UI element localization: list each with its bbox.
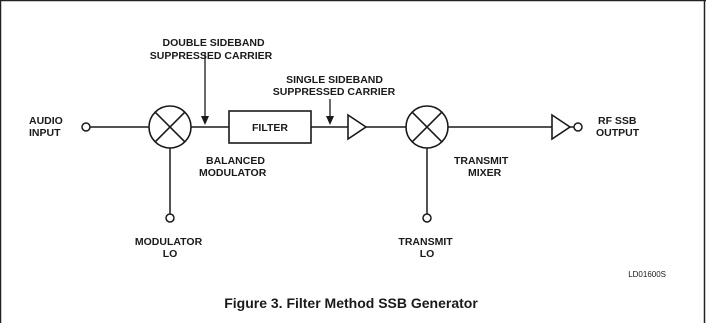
balanced-modulator-symbol xyxy=(148,105,192,149)
dsb-arrow xyxy=(201,52,209,125)
filter-block xyxy=(228,110,312,144)
amplifier-1-icon xyxy=(347,113,368,141)
transmit-lo-terminal xyxy=(422,213,432,223)
ssb-arrow xyxy=(326,99,334,125)
balanced-modulator-label: BALANCED MODULATOR xyxy=(199,155,268,179)
audio-input-label: AUDIO INPUT xyxy=(29,115,66,139)
signal-path xyxy=(90,126,574,214)
transmit-mixer-label: TRANSMIT MIXER xyxy=(454,155,511,179)
modulator-lo-label: MODULATOR LO xyxy=(135,236,205,260)
transmit-lo-label: TRANSMIT LO xyxy=(398,236,455,260)
rf-output-terminal xyxy=(573,122,583,132)
ssb-label: SINGLE SIDEBAND SUPPRESSED CARRIER xyxy=(273,74,396,98)
dsb-label: DOUBLE SIDEBAND SUPPRESSED CARRIER xyxy=(150,37,273,62)
amplifier-2-icon xyxy=(551,113,572,141)
rf-output-label: RF SSB OUTPUT xyxy=(596,115,640,139)
modulator-lo-terminal xyxy=(165,213,175,223)
audio-input-terminal xyxy=(81,122,91,132)
figure-caption: Figure 3. Filter Method SSB Generator xyxy=(224,295,478,311)
filter-label: FILTER xyxy=(252,122,288,134)
drawing-code: LD01600S xyxy=(628,270,666,279)
transmit-mixer-symbol xyxy=(405,105,449,149)
